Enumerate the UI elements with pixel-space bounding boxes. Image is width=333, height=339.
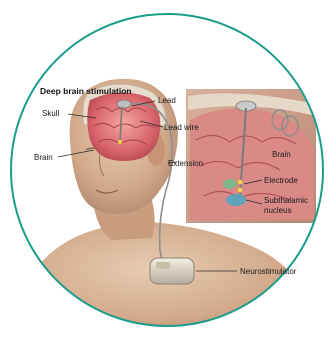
label-lead-wire: Lead wire (164, 123, 199, 132)
label-neurostimulator: Neurostimulator (240, 267, 297, 276)
burr-hole-cap (117, 100, 131, 108)
diagram-title: Deep brain stimulation (40, 86, 132, 96)
label-subthalamic-line2: nucleus (264, 206, 292, 215)
label-brain: Brain (34, 153, 53, 162)
nearby-structure (223, 179, 237, 189)
subthalamic-nucleus (226, 194, 246, 206)
label-subthalamic-line1: Subthalamic (264, 196, 308, 205)
inset-electrode-2 (238, 188, 243, 193)
neurostimulator-header (156, 262, 170, 269)
label-electrode: Electrode (264, 176, 298, 185)
label-inset-brain: Brain (272, 150, 291, 159)
neurostimulator-device (150, 258, 194, 284)
label-skull: Skull (42, 109, 60, 118)
electrode-dot (118, 140, 122, 144)
label-lead: Lead (158, 96, 176, 105)
inset-electrode-1 (238, 180, 243, 185)
label-extension: Extension (168, 159, 203, 168)
